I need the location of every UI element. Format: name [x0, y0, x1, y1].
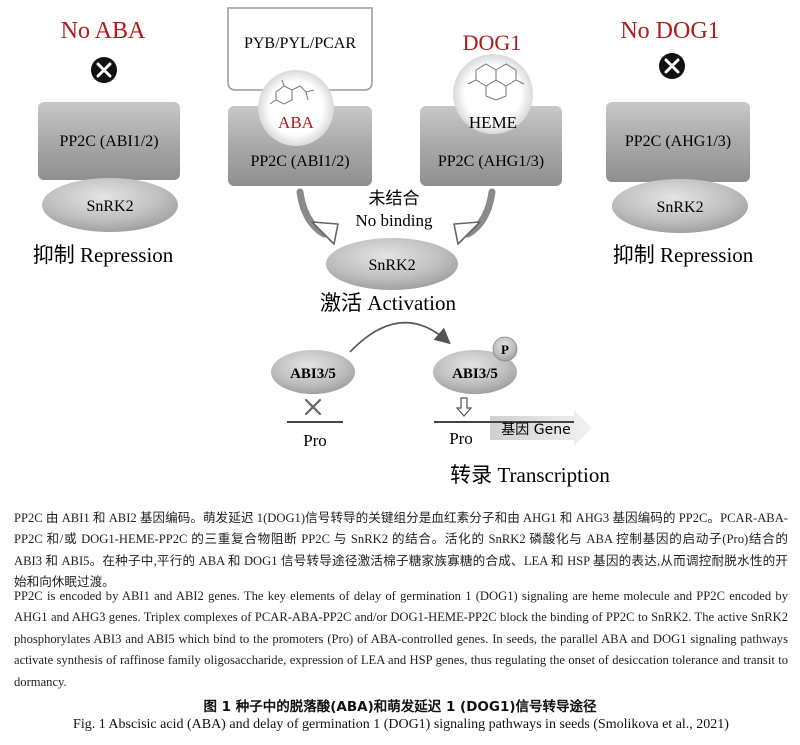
- phosphate-label: P: [501, 342, 509, 357]
- repression-label-right: 抑制 Repression: [613, 243, 754, 267]
- aba-molecule-icon: [269, 79, 315, 105]
- inhibition-arrow-left: [296, 188, 339, 245]
- snrk2-ellipse-left: [42, 178, 178, 232]
- caption-chinese: PP2C 由 ABI1 和 ABI2 基因编码。萌发延迟 1(DOG1)信号转导…: [14, 511, 788, 590]
- no-dog1-cross-icon: [659, 53, 685, 79]
- binding-down-arrow-icon: [455, 397, 473, 417]
- pp2c-abi-box-left: [38, 102, 180, 180]
- aba-molecule-circle: [258, 70, 334, 146]
- heme-molecule-circle: [453, 54, 533, 134]
- pp2c-ahg-label-dog1: PP2C (AHG1/3): [438, 153, 544, 170]
- no-binding-en: No binding: [356, 211, 433, 230]
- no-aba-cross-icon: [91, 57, 117, 83]
- phosphate-circle: [492, 336, 518, 362]
- pp2c-abi-label-left: PP2C (ABI1/2): [59, 133, 158, 150]
- aba-label: ABA: [278, 113, 315, 132]
- no-dog1-label: No DOG1: [620, 18, 719, 44]
- gene-label: 基因 Gene: [501, 421, 570, 438]
- snrk2-ellipse-center: [326, 238, 458, 290]
- pp2c-ahg-box-right: [606, 102, 750, 182]
- inhibition-arrow-right: [453, 188, 496, 245]
- activation-label: 激活 Activation: [320, 291, 456, 315]
- heme-molecule-icon: [467, 63, 525, 101]
- figure-title-english: Fig. 1 Abscisic acid (ABA) and delay of …: [73, 717, 729, 732]
- transcription-label: 转录 Transcription: [450, 463, 610, 487]
- dog1-label: DOG1: [463, 30, 522, 55]
- no-binding-cn: 未结合: [369, 189, 420, 209]
- pp2c-ahg-label-right: PP2C (AHG1/3): [625, 133, 731, 150]
- figure-title-chinese: 图 1 种子中的脱落酸(ABA)和萌发延迟 1 (DOG1)信号转导途径: [203, 699, 597, 715]
- gene-arrow: [488, 410, 592, 446]
- abi35-ellipse-right: [433, 350, 517, 394]
- snrk2-ellipse-right: [612, 179, 748, 233]
- caption-english: PP2C is encoded by ABI1 and ABI2 genes. …: [14, 589, 788, 689]
- pro-label-right: Pro: [449, 429, 473, 448]
- snrk2-label-center: SnRK2: [368, 257, 415, 274]
- snrk2-label-right: SnRK2: [656, 199, 703, 216]
- signaling-diagram: No ABA PP2C (ABI1/2) SnRK2 抑制 Repression…: [33, 7, 754, 487]
- abi35-ellipse-left: [271, 350, 355, 394]
- phosphorylation-arrow: [349, 321, 451, 353]
- abi35-label-left: ABI3/5: [290, 366, 336, 382]
- no-binding-cross-icon: [304, 398, 322, 416]
- repression-label-left: 抑制 Repression: [33, 243, 174, 267]
- abi35-label-right: ABI3/5: [452, 366, 498, 382]
- pp2c-ahg-box-dog1: [420, 106, 562, 186]
- receptor-box: [227, 7, 373, 91]
- no-aba-label: No ABA: [61, 18, 146, 44]
- receptor-label: PYB/PYL/PCAR: [244, 35, 356, 52]
- snrk2-label-left: SnRK2: [86, 198, 133, 215]
- pp2c-abi-label-aba: PP2C (ABI1/2): [250, 153, 349, 170]
- heme-label: HEME: [469, 113, 517, 132]
- pro-label-left: Pro: [303, 431, 327, 450]
